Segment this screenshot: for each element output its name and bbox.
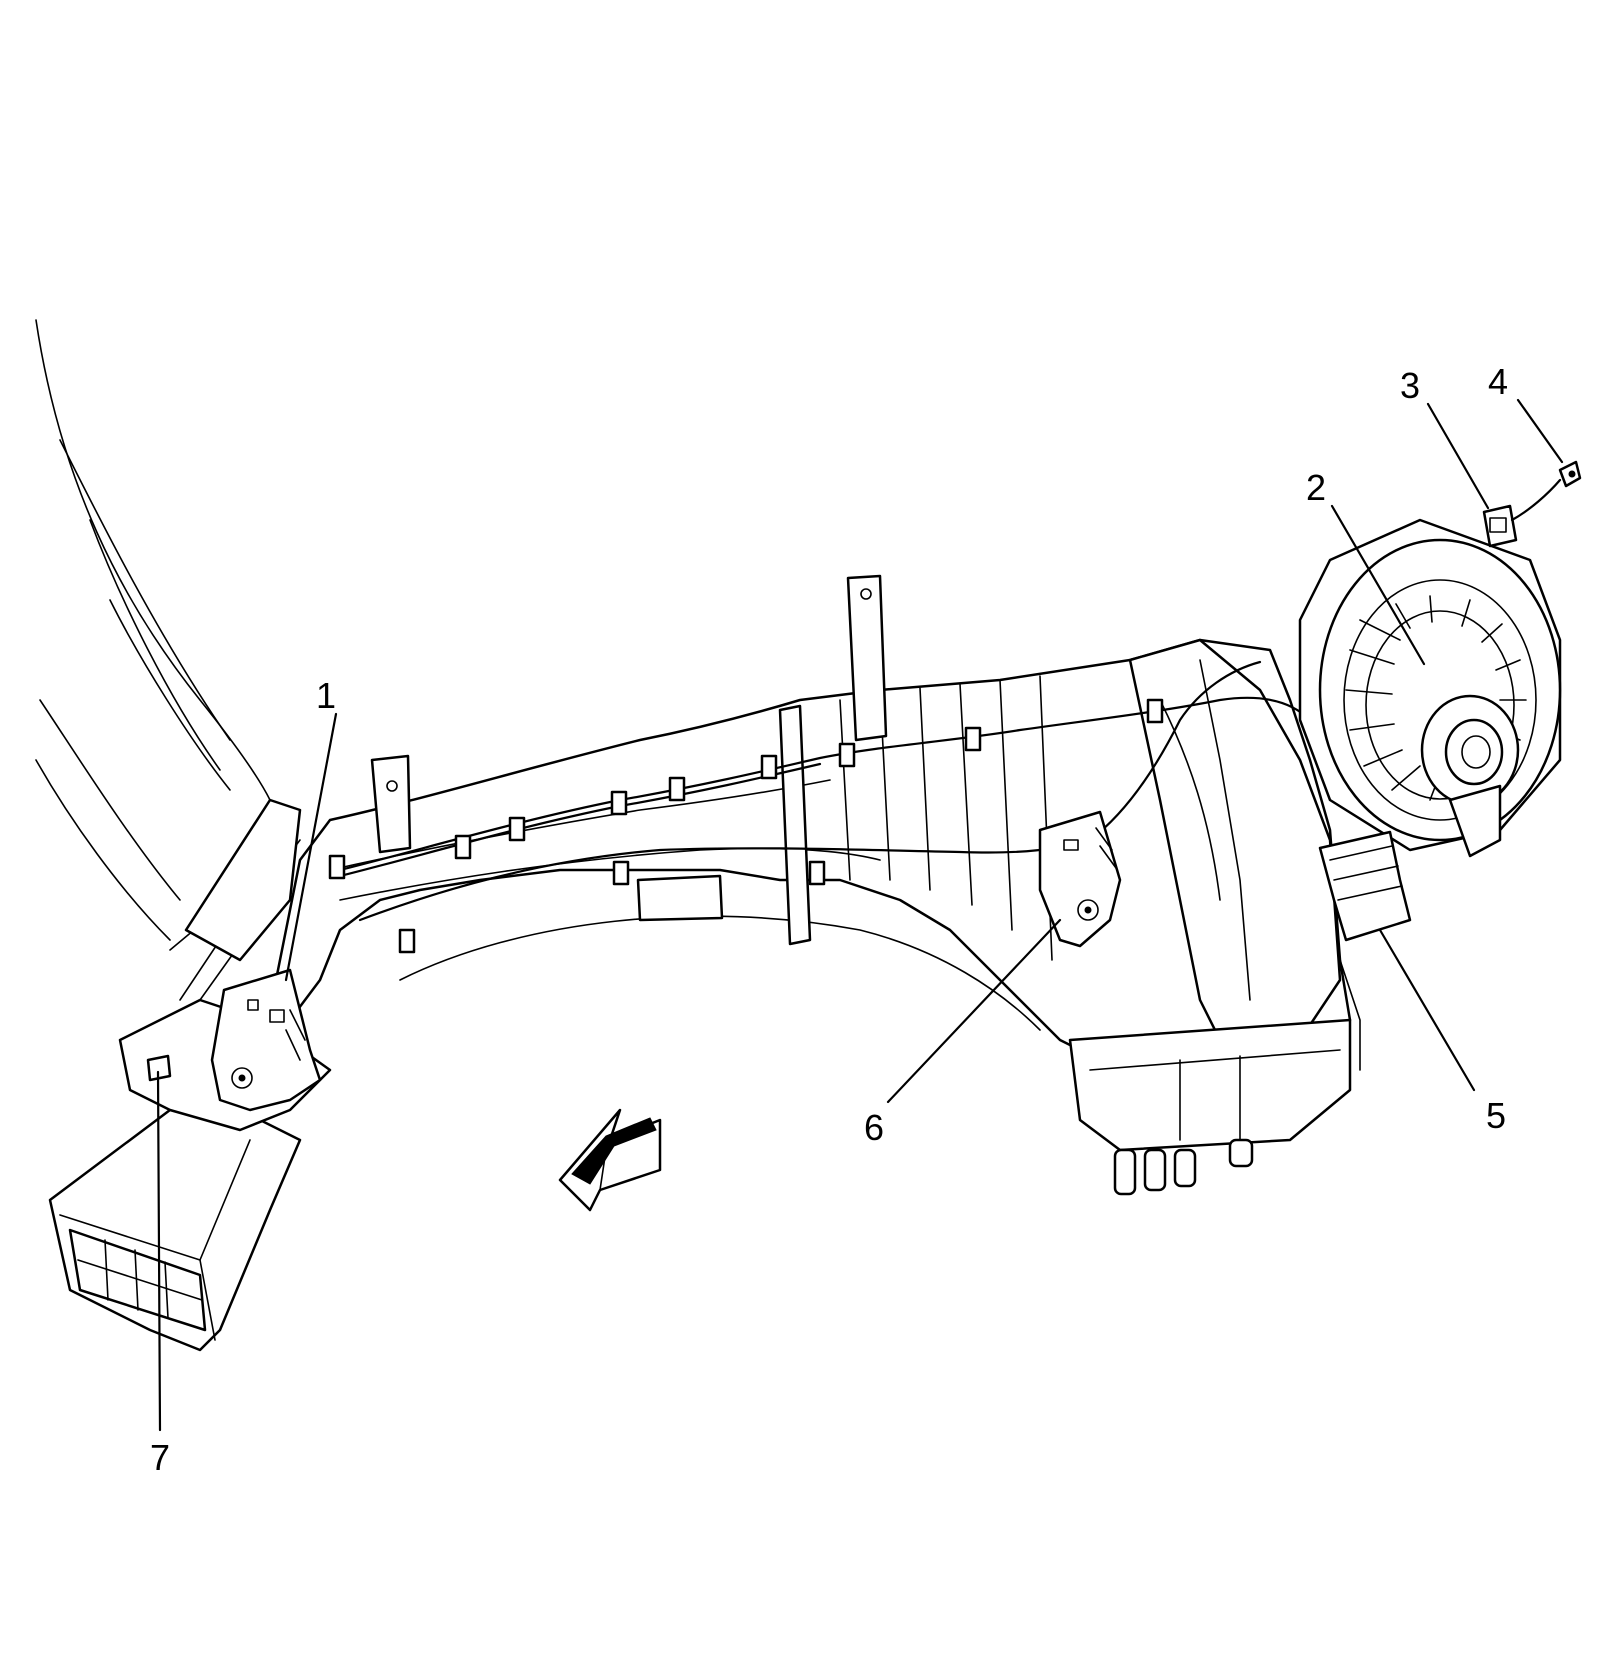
leader-2: [1330, 504, 1426, 666]
callout-7: 7: [150, 1437, 170, 1478]
callout-labels: 1 2 3 4 5 6 7: [150, 361, 1508, 1478]
body-panel-outline: [35, 319, 271, 941]
front-direction-arrow: [558, 1108, 662, 1212]
callout-3: 3: [1400, 365, 1420, 406]
actuator-6: [1038, 810, 1122, 948]
leader-7: [156, 1070, 162, 1432]
leader-1: [284, 712, 338, 982]
leader-6: [886, 918, 1062, 1104]
callout-2: 2: [1306, 467, 1326, 508]
leader-4: [1516, 398, 1564, 464]
callout-leaders: [156, 398, 1564, 1432]
callout-5: 5: [1486, 1095, 1506, 1136]
mounting-brackets: [370, 574, 888, 946]
blower-assembly: [1298, 460, 1582, 858]
leader-5: [1378, 928, 1476, 1092]
leader-3: [1426, 402, 1490, 510]
blower-control-module: [1318, 830, 1412, 942]
actuator-1: [210, 968, 322, 1112]
callout-6: 6: [864, 1107, 884, 1148]
callout-4: 4: [1488, 361, 1508, 402]
callout-1: 1: [316, 675, 336, 716]
wiring-harness: [328, 660, 1382, 954]
